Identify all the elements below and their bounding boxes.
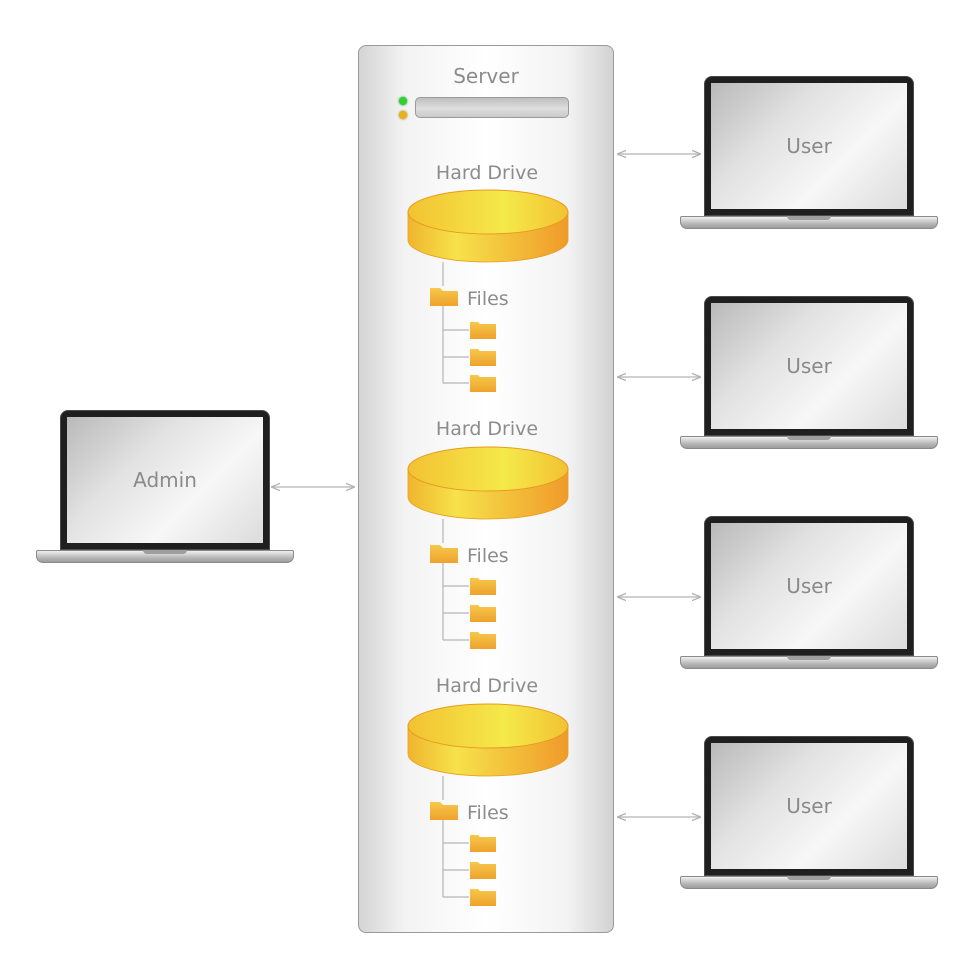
user-laptop-notch [787, 436, 831, 440]
power-led-icon [399, 97, 407, 105]
user-laptop-notch [787, 876, 831, 880]
folder-icon [430, 288, 458, 306]
hard-drive-label: Hard Drive [435, 162, 539, 184]
activity-led-icon [399, 111, 407, 119]
user-laptop-3[interactable]: User [680, 516, 938, 676]
file-tree [442, 776, 469, 898]
subfolder-icon [470, 322, 496, 339]
user-laptop-screen: User [704, 76, 914, 216]
hard-drive-disk-icon [407, 189, 569, 263]
files-folder-label: Files [467, 288, 509, 310]
subfolder-icon [470, 835, 496, 852]
drive-bay-slot [415, 97, 569, 118]
file-tree [442, 262, 469, 384]
user-label: User [711, 743, 907, 869]
subfolder-icon [470, 578, 496, 595]
admin-laptop[interactable]: Admin [36, 410, 294, 570]
hard-drive-disk-icon [407, 446, 569, 520]
folder-icon [430, 802, 458, 820]
admin-laptop-notch [143, 550, 187, 554]
file-tree [442, 519, 469, 641]
subfolder-icon [470, 375, 496, 392]
folder-icon [430, 545, 458, 563]
subfolder-icon [470, 349, 496, 366]
files-folder-label: Files [467, 545, 509, 567]
hard-drive-disk-icon [407, 703, 569, 777]
admin-label: Admin [67, 417, 263, 543]
hard-drive-label: Hard Drive [435, 418, 539, 440]
user-label: User [711, 523, 907, 649]
files-folder-label: Files [467, 802, 509, 824]
server-label: Server [453, 64, 519, 88]
user-laptop-screen: User [704, 516, 914, 656]
user-laptop-4[interactable]: User [680, 736, 938, 896]
user-laptop-screen: User [704, 736, 914, 876]
user-laptop-notch [787, 216, 831, 220]
subfolder-icon [470, 632, 496, 649]
user-laptop-notch [787, 656, 831, 660]
user-laptop-screen: User [704, 296, 914, 436]
user-laptop-1[interactable]: User [680, 76, 938, 236]
user-label: User [711, 303, 907, 429]
subfolder-icon [470, 862, 496, 879]
subfolder-icon [470, 889, 496, 906]
user-laptop-2[interactable]: User [680, 296, 938, 456]
admin-laptop-screen: Admin [60, 410, 270, 550]
hard-drive-label: Hard Drive [435, 675, 539, 697]
user-label: User [711, 83, 907, 209]
subfolder-icon [470, 605, 496, 622]
